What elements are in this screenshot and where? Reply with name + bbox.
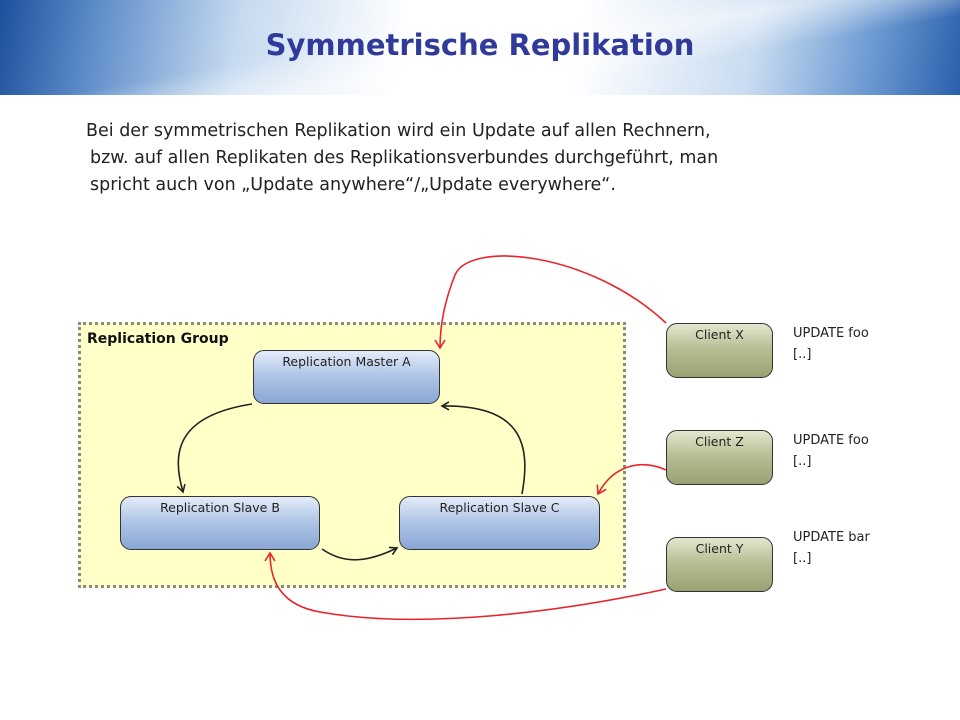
client-x: Client X (666, 323, 773, 378)
client-x-command: UPDATE foo [..] (793, 323, 869, 365)
client-y: Client Y (666, 537, 773, 592)
intro-line-2: bzw. auf allen Replikaten des Replikatio… (90, 148, 719, 168)
header-decoration (0, 0, 960, 95)
client-x-label: Client X (695, 327, 744, 342)
replication-slave-b-label: Replication Slave B (160, 500, 280, 515)
replication-master-a: Replication Master A (253, 350, 440, 404)
client-z-command-more: [..] (793, 454, 812, 469)
client-y-command-text: UPDATE bar (793, 530, 870, 545)
client-z-command-text: UPDATE foo (793, 433, 869, 448)
slide-header: Symmetrische Replikation (0, 0, 960, 95)
client-z-command: UPDATE foo [..] (793, 430, 869, 472)
intro-line-3: spricht auch von „Update anywhere“/„Upda… (90, 175, 616, 195)
client-x-command-more: [..] (793, 347, 812, 362)
intro-paragraph: Bei der symmetrischen Replikation wird e… (86, 118, 886, 199)
replication-master-a-label: Replication Master A (282, 354, 411, 369)
client-x-command-text: UPDATE foo (793, 326, 869, 341)
replication-slave-b: Replication Slave B (120, 496, 320, 550)
replication-slave-c-label: Replication Slave C (439, 500, 560, 515)
client-z: Client Z (666, 430, 773, 485)
slide-title: Symmetrische Replikation (265, 28, 695, 62)
replication-slave-c: Replication Slave C (399, 496, 600, 550)
client-y-label: Client Y (695, 541, 744, 556)
replication-group-label: Replication Group (87, 331, 229, 347)
client-y-command-more: [..] (793, 551, 812, 566)
intro-line-1: Bei der symmetrischen Replikation wird e… (86, 121, 711, 141)
client-y-command: UPDATE bar [..] (793, 527, 870, 569)
client-z-label: Client Z (695, 434, 744, 449)
